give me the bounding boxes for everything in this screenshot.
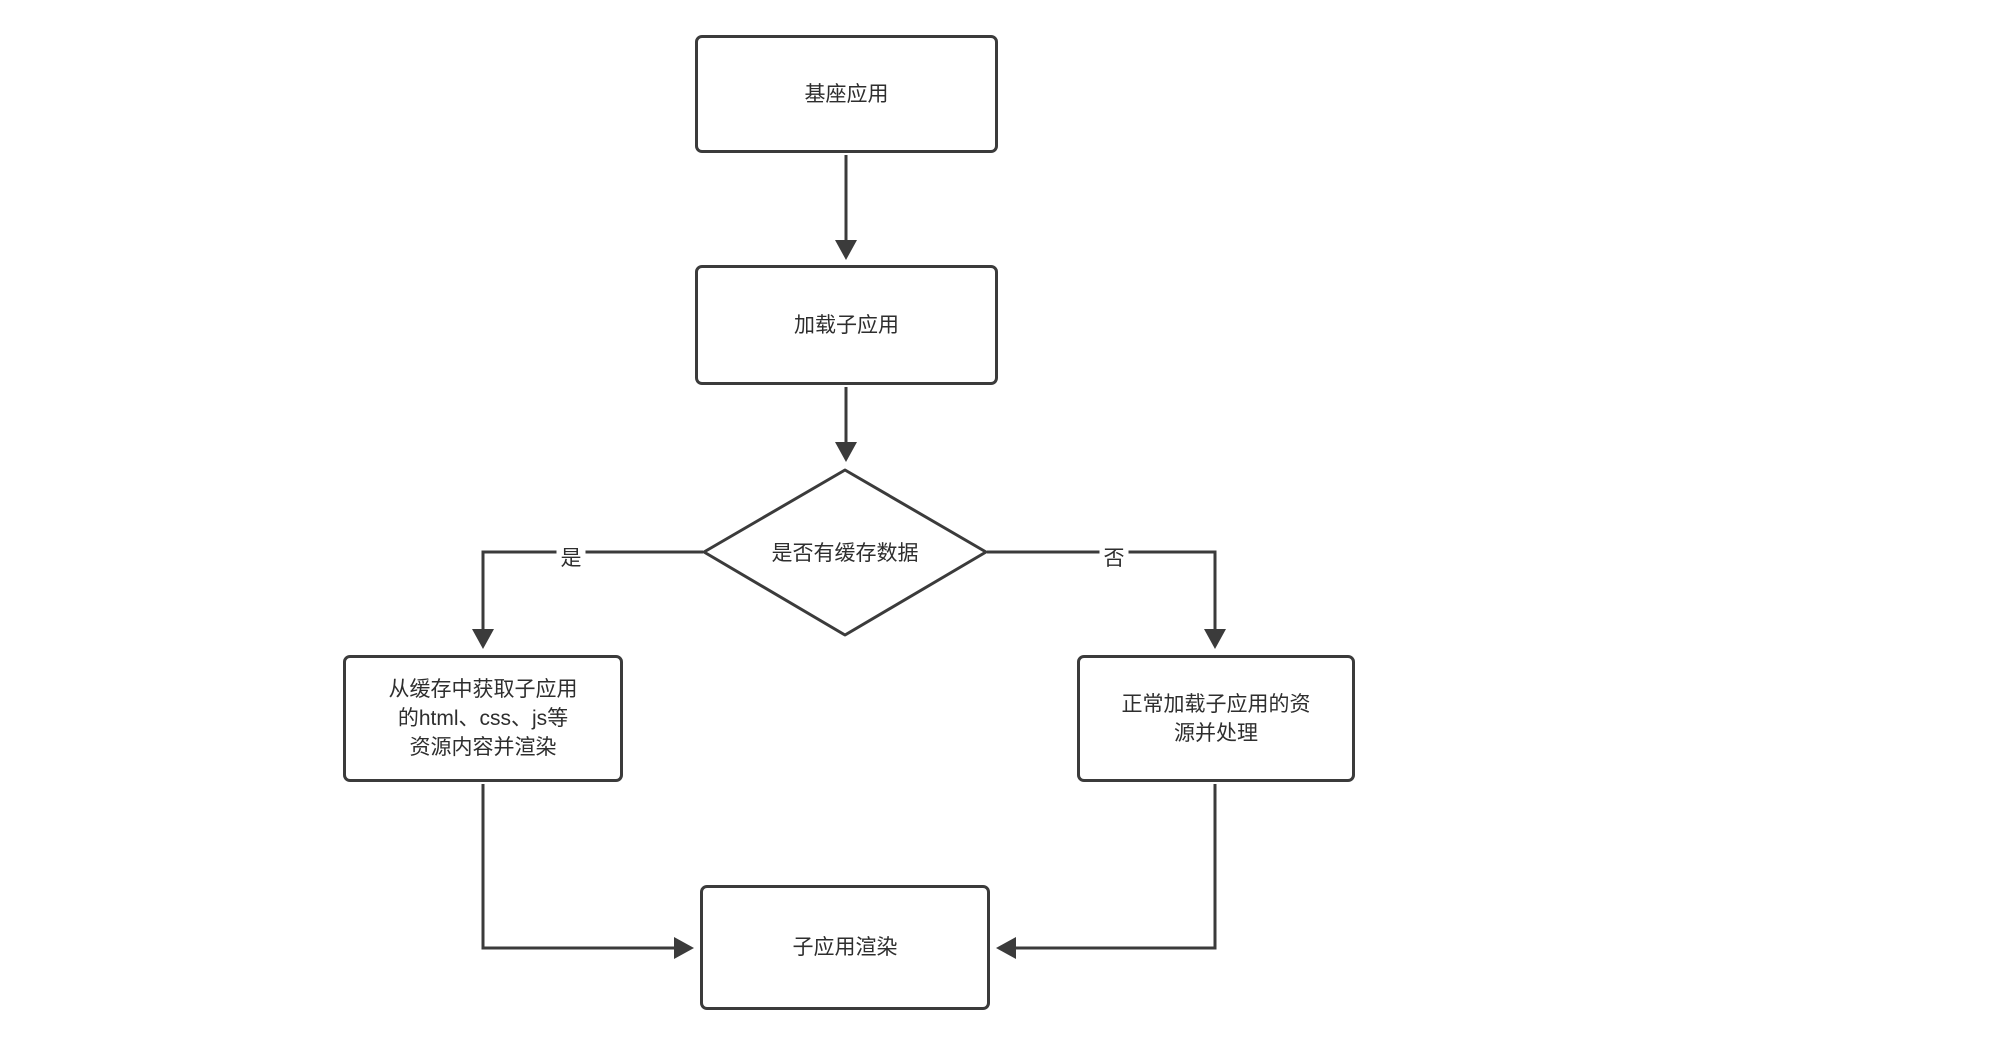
node-normal-load-line2: 源并处理 <box>1174 721 1258 745</box>
node-from-cache-line1: 从缓存中获取子应用 <box>388 678 578 701</box>
node-base-app-label: 基座应用 <box>804 82 889 106</box>
node-render-subapp: 子应用渲染 <box>700 885 990 1010</box>
decision-diamond-shape <box>702 468 988 637</box>
node-decision-has-cache: 是否有缓存数据 <box>700 466 990 638</box>
edge-decision-to-cache <box>472 550 703 649</box>
edge-label-no: 否 <box>1099 542 1129 572</box>
node-from-cache-line2: 的html、css、js等 <box>397 707 569 730</box>
node-decision-label: 是否有缓存数据 <box>771 542 919 565</box>
edge-decision-to-normal <box>987 550 1226 649</box>
edge-normal-to-render <box>996 784 1217 959</box>
node-base-app: 基座应用 <box>695 35 998 153</box>
node-normal-load-line1: 正常加载子应用的资 <box>1121 692 1311 716</box>
node-load-subapp-label: 加载子应用 <box>794 313 899 337</box>
node-normal-load: 正常加载子应用的资 源并处理 <box>1077 655 1355 782</box>
node-render-subapp-label: 子应用渲染 <box>792 936 898 959</box>
node-from-cache: 从缓存中获取子应用 的html、css、js等 资源内容并渲染 <box>343 655 623 782</box>
edge-cache-to-render <box>481 784 694 959</box>
edge-label-yes: 是 <box>556 542 586 572</box>
node-from-cache-line3: 资源内容并渲染 <box>409 736 557 759</box>
node-load-subapp: 加载子应用 <box>695 265 998 385</box>
